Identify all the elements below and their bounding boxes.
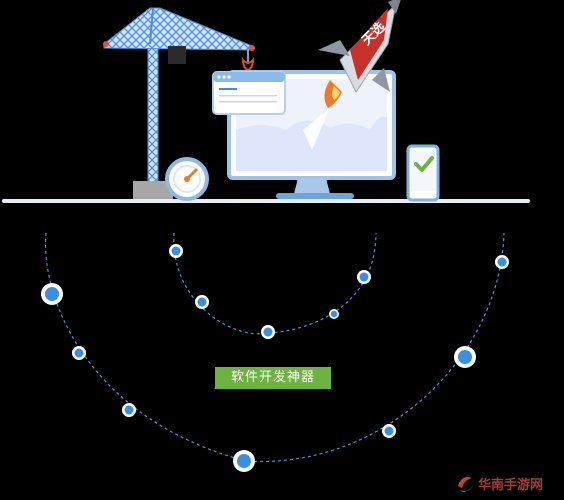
node-dot [357,270,371,284]
node-dot [195,295,209,309]
svg-text:华南手游网: 华南手游网 [478,477,543,493]
node-dot [382,424,396,438]
rocket-icon [303,0,401,150]
outer-arc [44,232,505,463]
phone-icon [406,144,440,202]
crane-icon [103,7,255,199]
watermark-logo-icon: 华南手游网 [458,477,543,493]
node-dot [233,450,255,472]
node-dot [329,309,339,319]
node-dot [72,346,86,360]
node-dot [41,283,63,305]
node-dot [122,403,136,417]
ground-line [2,199,530,203]
node-dot [454,346,476,368]
node-dot [495,255,509,269]
site-watermark: 华南手游网 [454,472,558,496]
feature-tag: 软件开发神器 [215,367,331,389]
inner-arc [173,232,377,335]
gauge-icon [165,157,209,201]
node-dots [41,244,509,472]
node-dot [261,325,275,339]
node-dot [169,244,183,258]
browser-window-icon [212,71,286,115]
